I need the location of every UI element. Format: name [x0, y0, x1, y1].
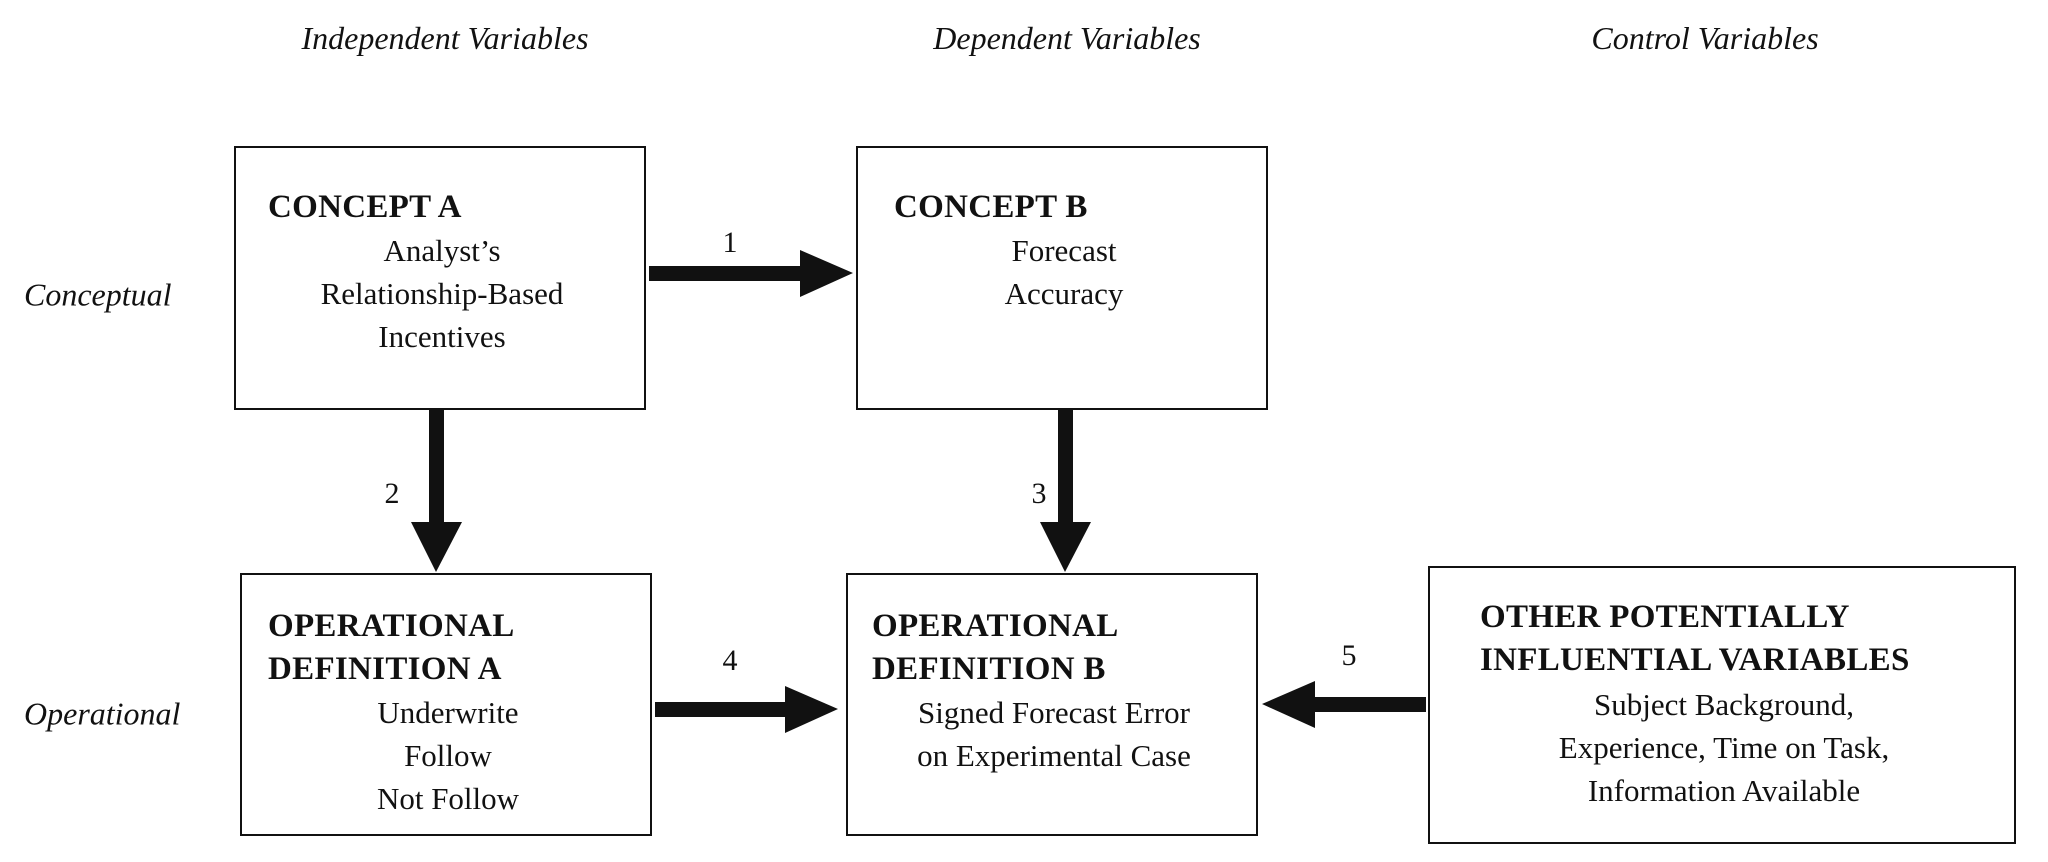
other-variables-box: OTHER POTENTIALLY INFLUENTIAL VARIABLES … [1428, 566, 2016, 844]
operational-definition-a-title: OPERATIONAL DEFINITION A [268, 608, 515, 687]
row-label-operational: Operational [24, 695, 181, 732]
arrow-5-label: 5 [1341, 639, 1357, 672]
arrow-3 [1040, 410, 1091, 572]
concept-b-box: CONCEPT B Forecast Accuracy [856, 146, 1268, 410]
operational-definition-b-box: OPERATIONAL DEFINITION B Signed Forecast… [846, 573, 1258, 836]
other-variables-body: Subject Background, Experience, Time on … [1558, 687, 1890, 808]
arrow-2-label: 2 [384, 477, 400, 510]
arrow-1 [649, 250, 853, 297]
arrow-5 [1262, 681, 1426, 728]
arrow-2 [411, 410, 462, 572]
header-dependent-variables: Dependent Variables [933, 20, 1201, 56]
arrow-4 [655, 686, 838, 733]
header-control-variables: Control Variables [1591, 20, 1819, 56]
concept-b-body: Forecast Accuracy [1004, 233, 1124, 311]
concept-a-body: Analyst’s Relationship-Based Incentives [320, 233, 564, 354]
operational-definition-a-box: OPERATIONAL DEFINITION A Underwrite Foll… [240, 573, 652, 836]
arrow-4-label: 4 [722, 644, 738, 677]
concept-a-title: CONCEPT A [268, 189, 462, 225]
concept-a-box: CONCEPT A Analyst’s Relationship-Based I… [234, 146, 646, 410]
header-independent-variables: Independent Variables [301, 20, 589, 56]
arrow-3-label: 3 [1031, 477, 1047, 510]
operational-definition-b-body: Signed Forecast Error on Experimental Ca… [917, 695, 1191, 773]
concept-b-title: CONCEPT B [894, 189, 1088, 225]
operational-definition-a-body: Underwrite Follow Not Follow [376, 695, 520, 816]
other-variables-title: OTHER POTENTIALLY INFLUENTIAL VARIABLES [1480, 599, 1910, 678]
row-label-conceptual: Conceptual [24, 276, 172, 313]
arrow-1-label: 1 [722, 226, 738, 259]
operational-definition-b-title: OPERATIONAL DEFINITION B [872, 608, 1119, 687]
